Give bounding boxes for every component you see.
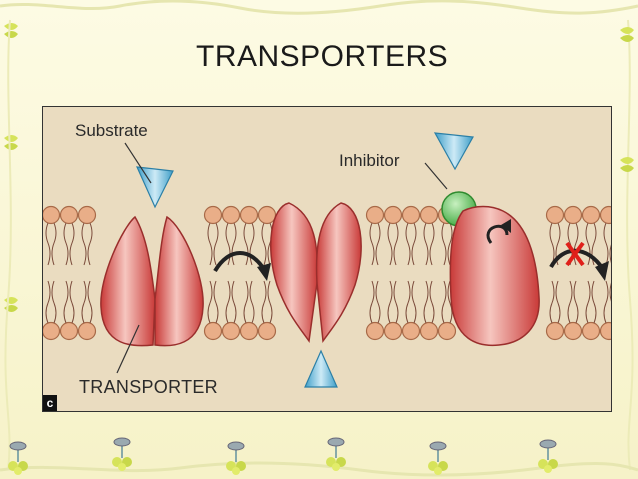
x-mark-icon	[565, 241, 585, 267]
flower-pin-icon	[620, 27, 634, 172]
lipid-molecule	[545, 280, 565, 341]
slide-title: TRANSPORTERS	[196, 40, 449, 73]
lipid-molecule	[43, 205, 61, 266]
transporter-label: TRANSPORTER	[79, 377, 218, 397]
transporter-diagram: Substrate Inhibitor TRANSPORTER c	[42, 106, 612, 412]
lipid-molecule	[383, 280, 403, 341]
lipid-molecule	[401, 205, 421, 266]
lipid-molecule	[221, 280, 241, 341]
lipid-molecule	[383, 205, 403, 266]
substrate-shape	[136, 166, 174, 209]
panel-label: c	[43, 395, 57, 411]
lipid-molecule	[581, 280, 601, 341]
lipid-molecule	[419, 280, 439, 341]
substrate-blocked	[433, 132, 474, 171]
lipid-molecule	[239, 280, 259, 341]
lipid-molecule	[257, 280, 277, 341]
lipid-molecule	[43, 280, 61, 341]
lipid-molecule	[77, 280, 97, 341]
substrate-label: Substrate	[75, 121, 148, 140]
lipid-molecule	[203, 205, 223, 266]
inhibitor-label: Inhibitor	[339, 151, 400, 170]
lipid-molecule	[599, 280, 611, 341]
membrane-illustration	[43, 132, 611, 388]
lipid-molecule	[59, 205, 79, 266]
lipid-molecule	[59, 280, 79, 341]
substrate-released	[304, 349, 338, 388]
lipid-molecule	[419, 205, 439, 266]
lipid-molecule	[401, 280, 421, 341]
transporter-blocked	[449, 205, 540, 347]
lipid-molecule	[203, 280, 223, 341]
lipid-molecule	[365, 205, 385, 266]
transporter-open-outside	[100, 215, 204, 347]
lipid-molecule	[599, 205, 611, 266]
transporter-open-inside	[270, 202, 362, 344]
curved-arrow-icon	[213, 251, 271, 281]
lipid-molecule	[77, 205, 97, 266]
blocked-arrow	[549, 241, 609, 281]
lipid-molecule	[563, 280, 583, 341]
lipid-molecule	[365, 280, 385, 341]
rotate-arrow-icon	[486, 219, 511, 244]
